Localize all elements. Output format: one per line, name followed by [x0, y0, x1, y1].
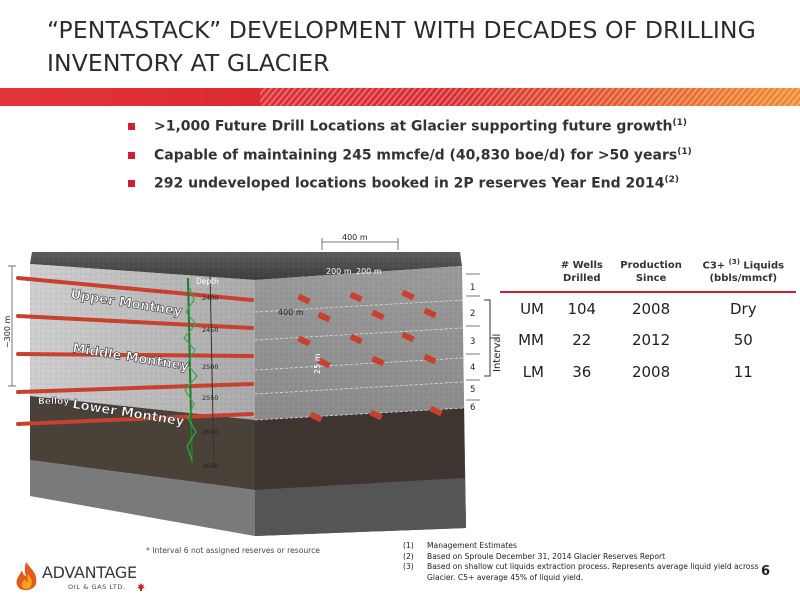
bullet-production-capacity: Capable of maintaining 245 mmcfe/d (40,8…	[128, 146, 768, 164]
well-ends	[297, 289, 443, 423]
footnote-ref: (2)	[664, 175, 679, 186]
row-label: MM	[518, 331, 544, 350]
footnote-ref: (1)	[677, 146, 692, 157]
dim-interval: 25 m	[313, 353, 322, 374]
interval-number: 5	[470, 385, 475, 395]
red-stripe-banner	[0, 88, 800, 106]
footnotes: (1)Management Estimates (2)Based on Spro…	[403, 541, 783, 583]
logo-subtitle: OIL & GAS LTD.	[68, 583, 126, 591]
column-header-wells: # Wells Drilled	[552, 252, 612, 294]
table-row: LM 36 2008 11	[500, 356, 796, 388]
depth-tick: 2400	[202, 294, 219, 302]
column-header-zone	[500, 252, 552, 294]
dim-half-left: 200 m	[326, 267, 352, 276]
column-header-liquids: C3+ (3) Liquids (bbls/mmcf)	[690, 252, 796, 294]
row-label: UM	[520, 299, 544, 318]
depth-scale: Depth 2400 2450 2500 2550 2600 2650	[196, 277, 219, 470]
interval-number: 2	[470, 309, 475, 319]
flame-icon	[16, 562, 37, 591]
interval-scale: 1 2 3 4 5 6 Interval	[466, 273, 503, 413]
dim-half-right: 200 m	[356, 267, 382, 276]
row-label: LM	[522, 363, 544, 382]
interval-number: 4	[470, 363, 475, 373]
interval-number: 3	[470, 337, 475, 347]
footnote: (1)Management Estimates	[403, 541, 517, 550]
bullet-text: 292 undeveloped locations booked in 2P r…	[154, 175, 665, 192]
vertical-well-log	[183, 272, 215, 469]
bullet-text: >1,000 Future Drill Locations at Glacier…	[154, 118, 673, 135]
layer-label-belloy: Belloy	[38, 397, 69, 407]
column-header-production: Production Since	[611, 252, 691, 294]
maple-leaf-icon	[137, 583, 145, 591]
depth-tick: 2450	[202, 326, 219, 334]
cell-liquids: 50	[733, 331, 753, 350]
cell-wells: 104	[567, 299, 597, 318]
bullet-drill-locations: >1,000 Future Drill Locations at Glacier…	[128, 118, 768, 135]
footnote: (3)Based on shallow cut liquids extracti…	[403, 562, 759, 582]
cell-liquids: 11	[733, 363, 753, 382]
depth-tick: 2550	[202, 394, 219, 402]
logo-wordmark: ADVANTAGE	[42, 563, 137, 582]
depth-label: Depth	[196, 277, 219, 286]
zone-stats-table: # Wells Drilled Production Since C3+ (3)…	[500, 252, 796, 388]
page-number: 6	[761, 564, 771, 579]
top-dimensions: 400 m 200 m 200 m 400 m 25 m	[278, 233, 399, 374]
footnote: (2)Based on Sproule December 31, 2014 Gl…	[403, 551, 666, 561]
dim-vertical: ~300 m	[3, 315, 12, 348]
company-logo: ADVANTAGE OIL & GAS LTD.	[12, 556, 147, 596]
depth-tick: 2600	[202, 428, 219, 436]
dim-top: 400 m	[342, 233, 368, 242]
bullet-undeveloped-locations: 292 undeveloped locations booked in 2P r…	[128, 175, 768, 192]
bullet-text: Capable of maintaining 245 mmcfe/d (40,8…	[154, 147, 678, 164]
cell-wells: 22	[572, 331, 592, 350]
bullet-marker	[128, 180, 135, 188]
table-row: MM 22 2012 50	[500, 324, 796, 356]
page-title: “PENTASTACK” DEVELOPMENT WITH DECADES OF…	[47, 16, 756, 77]
key-points-list: >1,000 Future Drill Locations at Glacier…	[128, 118, 768, 204]
depth-tick: 2650	[202, 462, 219, 470]
pentastack-block-diagram: Upper Montney Middle Montney Lower Montn…	[3, 233, 503, 536]
vertical-dimension: ~300 m	[3, 265, 16, 387]
table-header-row: # Wells Drilled Production Since C3+ (3)…	[500, 252, 796, 294]
bullet-marker	[128, 123, 135, 130]
dim-lateral: 400 m	[278, 308, 304, 317]
cell-since: 2008	[631, 299, 671, 318]
interval-number: 1	[470, 283, 475, 293]
table-row: UM 104 2008 Dry	[500, 292, 796, 324]
cell-wells: 36	[572, 363, 592, 382]
interval-note: * Interval 6 not assigned reserves or re…	[146, 546, 320, 555]
interval-label: Interval	[492, 334, 503, 372]
cell-since: 2012	[631, 331, 671, 350]
interval-number: 6	[470, 403, 475, 413]
footnote-ref: (1)	[672, 118, 688, 128]
cell-since: 2008	[631, 363, 671, 382]
cell-liquids: Dry	[729, 299, 757, 318]
depth-tick: 2500	[202, 363, 219, 371]
bullet-marker	[128, 151, 135, 159]
